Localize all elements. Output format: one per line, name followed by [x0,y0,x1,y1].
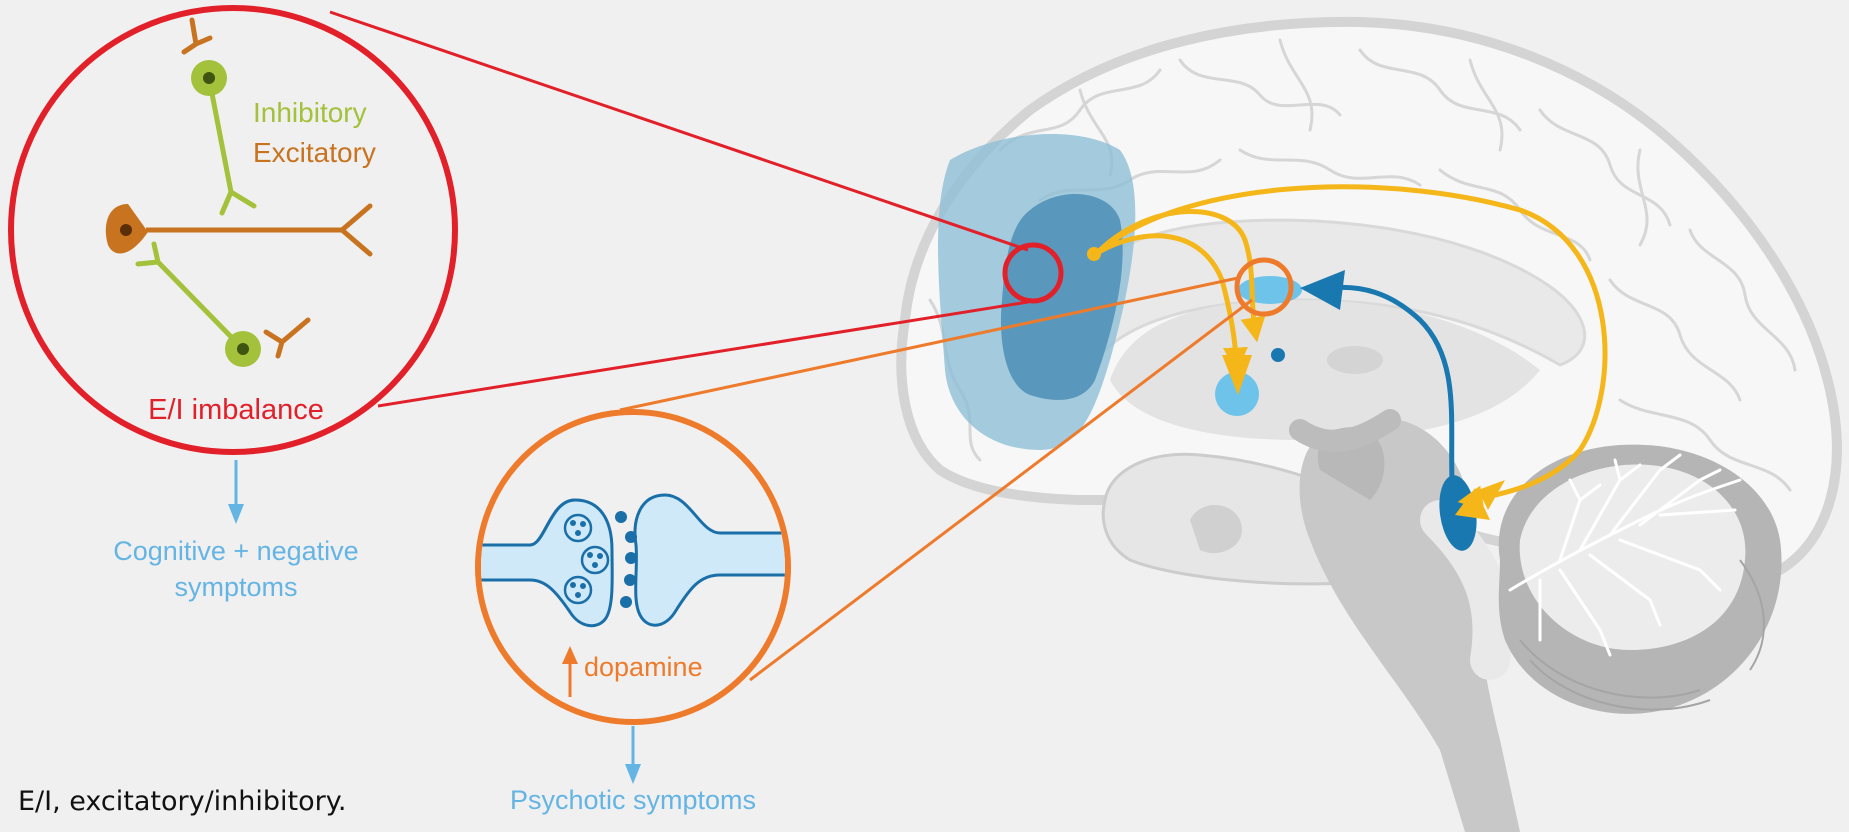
footnote: E/I, excitatory/inhibitory. [18,786,346,817]
vesicle-1 [565,515,591,541]
pathway-origin-dot [1087,247,1101,261]
cognitive-symptoms-line1: Cognitive + negative [113,536,358,566]
brain-illustration [901,22,1836,832]
excitatory-label: Excitatory [253,137,376,168]
thalamus [1327,346,1383,374]
psychotic-symptoms-label: Psychotic symptoms [510,785,756,815]
vesicle-3 [565,577,591,603]
cognitive-symptoms-line2: symptoms [174,572,297,602]
inhibitory-label: Inhibitory [253,97,367,128]
cognitive-arrow [228,460,244,524]
dopamine-label: dopamine [584,652,703,682]
vta-dot [1271,348,1285,362]
ei-imbalance-label: E/I imbalance [148,394,324,426]
vesicle-2 [582,547,608,573]
psychotic-arrow [625,726,641,784]
